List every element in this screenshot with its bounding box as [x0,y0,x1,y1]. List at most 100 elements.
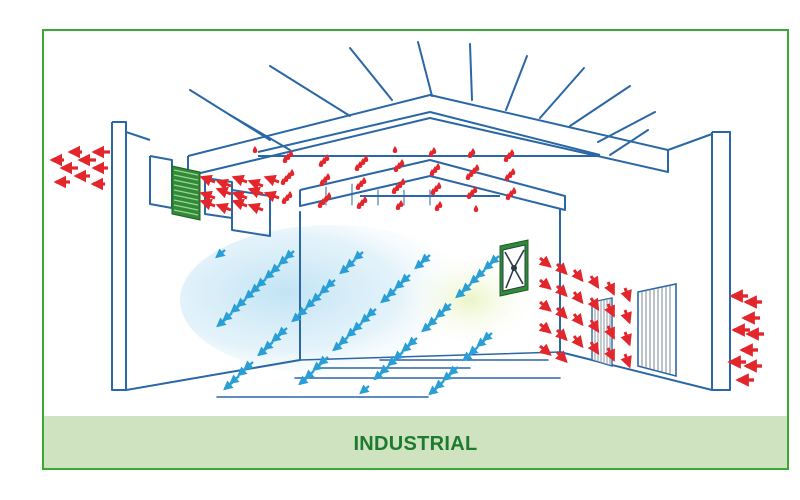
red-droplet-icon [396,162,402,169]
red-droplet-icon [283,175,289,182]
roof-rafter [417,41,433,97]
red-droplet-icon [289,169,295,176]
air-arrow [428,385,439,396]
red-droplet-icon [356,202,362,209]
air-arrow [414,259,425,270]
air-arrow [319,284,330,295]
red-droplet-icon [319,179,325,186]
sliding-gate [591,283,677,378]
red-droplet-icon [360,158,366,165]
red-droplet-icon [358,180,364,187]
red-droplet-icon [470,148,476,155]
air-arrow [571,290,584,305]
red-droplet-icon [432,166,438,173]
red-droplet-icon [436,182,442,189]
cooler-slat [173,204,199,211]
air-arrow [247,186,264,199]
air-arrow [263,174,280,187]
red-droplet-icon [395,203,401,210]
air-arrow [538,255,552,268]
air-arrow [305,298,316,309]
red-droplet-icon [287,191,293,198]
air-arrow [263,190,280,203]
air-arrow [555,284,568,298]
red-droplet-icon [428,150,434,157]
air-arrow [469,274,480,285]
air-arrow [223,380,234,391]
cooler-slat [173,169,199,176]
roof-rafter [269,65,351,117]
red-droplet-icon [284,194,290,201]
red-droplet-icon [472,186,478,193]
air-arrow [538,299,552,312]
cooler-slat [173,199,199,206]
air-arrow [215,202,232,215]
red-droplet-icon [471,167,477,174]
cooler-panel-icon [171,165,201,221]
air-arrow [462,351,473,362]
air-arrow [199,190,216,203]
red-droplet-icon [466,192,472,199]
air-arrow [587,297,600,312]
red-droplet-icon [473,205,479,212]
air-arrow [199,198,216,211]
air-arrow [455,288,466,299]
red-droplet-icon [503,155,509,162]
air-arrow [339,264,350,275]
red-droplet-icon [357,161,363,168]
air-arrow [587,319,600,334]
air-arrow [587,275,600,290]
red-droplet-icon [285,153,291,160]
red-droplet-icon [325,173,331,180]
diagram-caption: INDUSTRIAL [353,433,478,455]
secondary-truss [299,159,566,211]
cooler-slat [173,189,199,196]
air-arrow [538,321,552,334]
air-arrow [476,337,487,348]
roof-rafter [349,47,393,101]
air-arrow [346,327,357,338]
red-droplet-icon [394,184,400,191]
cooler-slat [173,179,199,186]
red-droplet-icon [507,171,513,178]
cool-mist [180,225,480,375]
red-droplet-icon [469,189,475,196]
red-droplet-icon [288,150,294,157]
red-droplet-icon [281,197,287,204]
roof-rafter [229,114,291,151]
red-droplet-icon [323,195,329,202]
red-droplet-icon [286,172,292,179]
left-floor-edge [125,359,301,391]
fan-blade [513,267,524,285]
air-arrow [216,317,227,328]
red-droplet-icon [280,178,286,185]
cooler-slat [173,174,199,181]
air-arrow [380,293,391,304]
air-arrow [620,309,632,325]
air-arrow [332,341,343,352]
red-droplet-icon [399,159,405,166]
air-arrow [604,281,616,296]
red-droplet-icon [355,183,361,190]
red-droplet-icon [361,177,367,184]
air-arrow [604,325,616,340]
air-arrow [231,174,248,187]
red-droplet-icon [431,147,437,154]
air-arrow [571,334,584,349]
air-arrow [237,366,248,377]
red-droplet-icon [282,156,288,163]
air-arrow [387,356,398,367]
air-arrow [555,262,568,276]
right-floor-edge [559,351,713,391]
air-arrow [278,255,289,266]
air-arrow [571,312,584,327]
red-droplet-icon [504,174,510,181]
air-arrow [555,328,568,342]
red-droplet-icon [508,190,514,197]
red-droplet-icon [252,146,258,153]
air-arrow [247,202,264,215]
red-droplet-icon [510,168,516,175]
air-arrow [353,250,364,261]
red-droplet-icon [322,176,328,183]
air-arrow [435,308,446,319]
